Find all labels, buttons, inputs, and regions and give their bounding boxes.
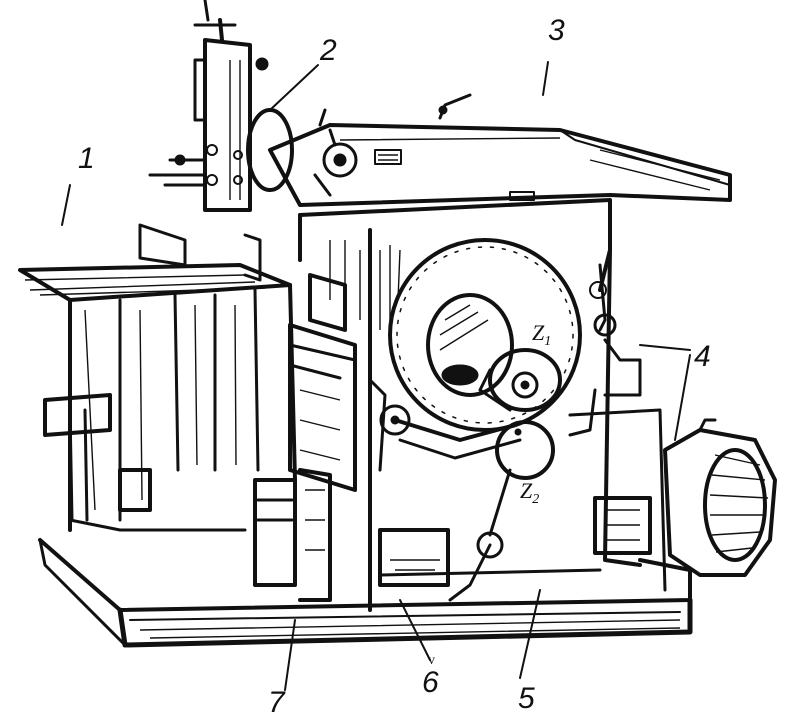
callout-2: 2 (319, 34, 337, 67)
gear-z1 (478, 348, 562, 412)
callout-3: 3 (548, 14, 565, 47)
gear-label-z1: Z1 (532, 320, 551, 349)
gear-label-z2: Z2 (520, 478, 539, 507)
callout-4: 4 (694, 340, 711, 373)
cross-rail (243, 233, 357, 492)
table-support (253, 468, 332, 602)
mark-v: v (428, 653, 435, 668)
electric-motor (593, 418, 777, 577)
feed-mechanism (368, 378, 522, 602)
callout-6: 6 (422, 666, 439, 699)
gear-z2 (495, 420, 555, 480)
callout-5: 5 (518, 682, 535, 715)
column-frame (298, 198, 667, 612)
callout-1: 1 (78, 142, 95, 175)
work-table (18, 223, 297, 532)
tool-head (148, 0, 358, 212)
control-levers (568, 263, 642, 437)
ram (268, 93, 732, 207)
leader-lines (61, 61, 691, 691)
callout-7: 7 (268, 686, 286, 719)
gear-housing (388, 238, 582, 432)
machine-base (38, 538, 693, 648)
